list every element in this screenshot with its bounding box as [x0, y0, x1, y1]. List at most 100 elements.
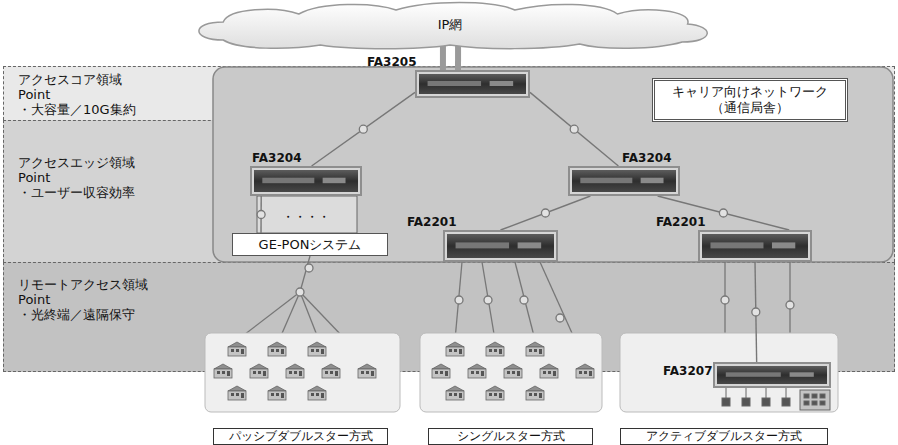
graphic-part [419, 74, 526, 94]
carrier-region [213, 67, 893, 262]
device-label: FA3207 [663, 364, 777, 378]
device-box: FA2201 [443, 230, 558, 262]
device-image [572, 170, 676, 192]
graphic-part [240, 292, 300, 338]
graphic-part [484, 296, 492, 304]
graphic-part [250, 364, 268, 378]
device-image [254, 170, 358, 192]
graphic-part [717, 366, 827, 384]
graphic-part [782, 398, 790, 406]
graphic-part [455, 296, 463, 304]
graphic-part [214, 364, 232, 378]
graphic-part [786, 301, 794, 309]
graphic-part [580, 178, 632, 184]
graphic-part [526, 386, 544, 400]
graphic-part [518, 242, 542, 248]
graphic-part [490, 81, 514, 86]
line-ring [570, 125, 578, 133]
band-point: Point [4, 292, 894, 307]
active-terminals [722, 388, 830, 410]
band-title: リモートアクセス領域 [4, 277, 894, 292]
carrier-label-box: キャリア向けネットワーク （通信局舎） [652, 78, 848, 122]
graphic-part [268, 342, 286, 356]
graphic-part [504, 364, 522, 378]
graphic-part [576, 364, 594, 378]
device-image [419, 74, 526, 94]
carrier-label: キャリア向けネットワーク （通信局舎） [661, 84, 839, 116]
graphic-part [358, 364, 376, 378]
graphic-part [268, 386, 286, 400]
graphic-part [486, 386, 504, 400]
line-ring [719, 209, 727, 217]
pon-splitter-frame [257, 196, 357, 233]
line-rings [296, 264, 794, 322]
graphic-part [446, 342, 464, 356]
device-box: FA3204 [568, 166, 680, 196]
graphic-part [300, 292, 318, 338]
graphic-part [432, 364, 450, 378]
graphic-part [710, 242, 763, 248]
network-cloud: IP網 [180, 0, 720, 50]
graphic-part [300, 256, 310, 292]
device-box: FA2201 [698, 230, 812, 262]
line-ring [257, 211, 265, 219]
pon-system-box: GE-PONシステム [232, 233, 388, 256]
graphic-part [722, 398, 730, 406]
graphic-part [762, 398, 770, 406]
graphic-part [305, 264, 313, 272]
system-label: GE-PONシステム [259, 236, 362, 254]
graphic-part [455, 262, 462, 340]
graphic-part [556, 314, 564, 322]
device-label: FA3204 [252, 151, 360, 165]
graphic-part [726, 372, 781, 377]
graphic-part [820, 394, 825, 398]
graphic-part [515, 262, 535, 340]
graphic-part [286, 364, 304, 378]
graphic-part [804, 394, 809, 398]
graphic-part [572, 170, 676, 192]
device-label: FA3204 [622, 151, 730, 165]
graphic-part [540, 364, 558, 378]
graphic-part [468, 364, 486, 378]
graphic-part [812, 401, 817, 405]
ellipsis-dots: ・・・・ [282, 210, 330, 224]
device-label: FA2201 [407, 215, 518, 229]
graphic-part [482, 262, 495, 340]
graphic-part [308, 386, 326, 400]
graphic-part [456, 242, 510, 248]
label-holder: ・・・・ [282, 206, 330, 226]
caption-text: パッシブダブルスター方式 [229, 428, 373, 445]
graphic-part [526, 342, 544, 356]
method-caption: シングルスター方式 [428, 428, 593, 445]
graphic-part [702, 234, 808, 258]
graphic-part [772, 242, 795, 248]
graphic-part [280, 292, 300, 338]
graphic-part [812, 394, 817, 398]
device-label: FA2201 [656, 215, 766, 229]
graphic-part [820, 401, 825, 405]
graphic-part [786, 388, 787, 398]
graphic-part [790, 372, 814, 377]
graphic-part [742, 398, 750, 406]
graphic-part [520, 296, 528, 304]
link-line [501, 196, 591, 230]
graphic-part [308, 342, 326, 356]
link-line [530, 92, 618, 166]
graphic-part [446, 386, 464, 400]
graphic-part [296, 288, 304, 296]
graphic-part [721, 296, 729, 304]
graphic-part [486, 342, 504, 356]
device-image [702, 234, 808, 258]
graphic-part [800, 390, 830, 410]
method-caption: アクティブダブルスター方式 [620, 428, 828, 445]
graphic-part [199, 3, 707, 49]
link-line [312, 92, 415, 166]
graphic-part [254, 170, 358, 192]
graphic-part [323, 178, 346, 184]
passive-house-group [205, 333, 400, 412]
line-ring [359, 125, 367, 133]
method-caption: パッシブダブルスター方式 [213, 428, 388, 445]
graphic-part [322, 364, 340, 378]
device-box: FA3205 [415, 70, 530, 98]
